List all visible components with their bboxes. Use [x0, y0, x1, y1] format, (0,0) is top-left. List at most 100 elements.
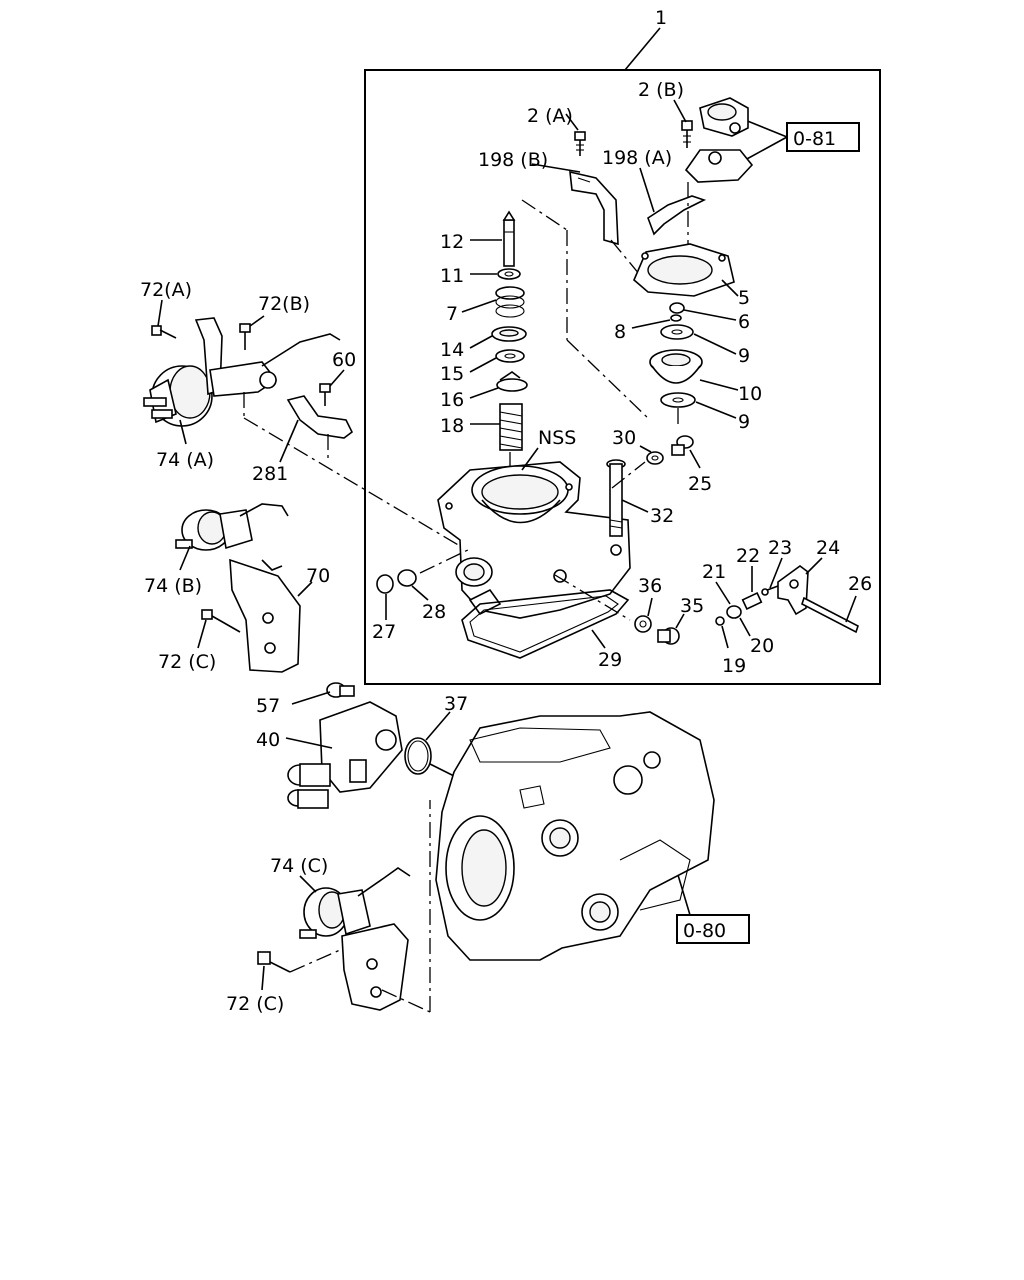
callout-15: 15	[440, 363, 464, 385]
callout-35: 35	[680, 595, 704, 617]
o-ring-37	[404, 737, 432, 775]
callout-74c: 74 (C)	[270, 855, 328, 877]
throttle-housing	[437, 461, 631, 619]
leader-lines-74a	[157, 299, 461, 547]
callout-72b: 72(B)	[258, 293, 310, 315]
screw-57	[326, 682, 355, 698]
callout-20: 20	[750, 635, 774, 657]
spring-7	[495, 286, 525, 318]
washer-9-upper	[660, 324, 694, 340]
bolt-60	[319, 383, 331, 406]
lever-24	[777, 565, 809, 616]
cap-28	[397, 569, 417, 587]
actuator-74c	[299, 867, 411, 1011]
washer-15	[495, 349, 525, 363]
callout-9-lower: 9	[738, 411, 750, 433]
leader-lines-74c	[261, 800, 431, 1013]
ref-box-0-80-label: 0-80	[683, 920, 726, 942]
callout-72a: 72(A)	[140, 279, 192, 301]
bracket-281	[286, 395, 354, 439]
ref-box-0-81[interactable]: 0-81	[744, 119, 860, 161]
leader-lines-top	[531, 99, 689, 276]
callout-37: 37	[444, 693, 468, 715]
bracket-198b	[569, 170, 619, 246]
bracket-70	[229, 558, 301, 673]
clip-16	[496, 371, 528, 392]
screw-35	[657, 627, 680, 645]
ring-19	[715, 616, 725, 626]
callout-2a: 2 (A)	[527, 105, 573, 127]
leader-lines-diaphragm	[631, 279, 739, 428]
leader-lines-housing	[385, 445, 701, 649]
spring-22	[741, 592, 763, 610]
callout-57: 57	[256, 695, 280, 717]
callout-2b: 2 (B)	[638, 79, 684, 101]
callout-8: 8	[614, 321, 626, 343]
assembly-label: 1	[655, 7, 667, 29]
callout-26: 26	[848, 573, 872, 595]
callout-281: 281	[252, 463, 288, 485]
bolt-72c-upper	[201, 609, 241, 633]
bracket-198a	[647, 195, 707, 236]
callout-11: 11	[440, 265, 464, 287]
pin-23	[761, 585, 779, 596]
callouts: 2 (A) 2 (B) 198 (B) 198 (A) 12 11 7 14 1…	[140, 79, 872, 1015]
callout-29: 29	[598, 649, 622, 671]
callout-60: 60	[332, 349, 356, 371]
valve-40	[287, 701, 403, 809]
plug-27	[376, 574, 394, 594]
callout-198b: 198 (B)	[478, 149, 548, 171]
gasket-29	[461, 589, 630, 659]
callout-12: 12	[440, 231, 464, 253]
callout-72c-lower: 72 (C)	[226, 993, 284, 1015]
washer-30	[646, 451, 664, 465]
bolt-2b	[681, 120, 693, 148]
callout-30: 30	[612, 427, 636, 449]
callout-6: 6	[738, 311, 750, 333]
callout-28: 28	[422, 601, 446, 623]
rod-12	[502, 210, 516, 267]
bolt-72c-lower	[257, 951, 291, 973]
ref-box-0-81-label: 0-81	[793, 128, 836, 150]
switch-assembly	[684, 97, 754, 183]
washer-36	[634, 615, 652, 633]
ref-box-0-80[interactable]: 0-80	[674, 864, 750, 944]
leader-lines-74b	[179, 545, 313, 649]
spring-18	[499, 403, 523, 451]
bolt-72a	[151, 325, 177, 339]
bearing-14	[491, 326, 527, 342]
callout-40: 40	[256, 729, 280, 751]
callout-nss: NSS	[538, 427, 576, 449]
callout-32: 32	[650, 505, 674, 527]
callout-7: 7	[446, 303, 458, 325]
washer-8	[670, 314, 682, 322]
callout-23: 23	[768, 537, 792, 559]
bolt-32	[606, 459, 626, 537]
callout-70: 70	[306, 565, 330, 587]
bolt-2a	[574, 131, 586, 156]
bolt-72b	[239, 323, 251, 350]
callout-72c-upper: 72 (C)	[158, 651, 216, 673]
callout-27: 27	[372, 621, 396, 643]
actuator-74a	[143, 317, 341, 427]
callout-18: 18	[440, 415, 464, 437]
callout-22: 22	[736, 545, 760, 567]
callout-10: 10	[738, 383, 762, 405]
nut-6	[669, 302, 685, 314]
callout-198a: 198 (A)	[602, 147, 672, 169]
diaphragm-cover-5	[633, 243, 735, 297]
leader-lines-stack	[461, 199, 651, 475]
callout-5: 5	[738, 287, 750, 309]
diaphragm-10	[649, 349, 703, 384]
callout-19: 19	[722, 655, 746, 677]
washer-9-lower	[660, 392, 696, 408]
pin-26	[801, 596, 859, 634]
roller-20	[726, 605, 742, 619]
leader-lines-lever	[715, 557, 857, 649]
callout-25: 25	[688, 473, 712, 495]
callout-9-upper: 9	[738, 345, 750, 367]
callout-24: 24	[816, 537, 840, 559]
actuator-74b	[175, 503, 289, 551]
pump-body	[435, 711, 715, 961]
